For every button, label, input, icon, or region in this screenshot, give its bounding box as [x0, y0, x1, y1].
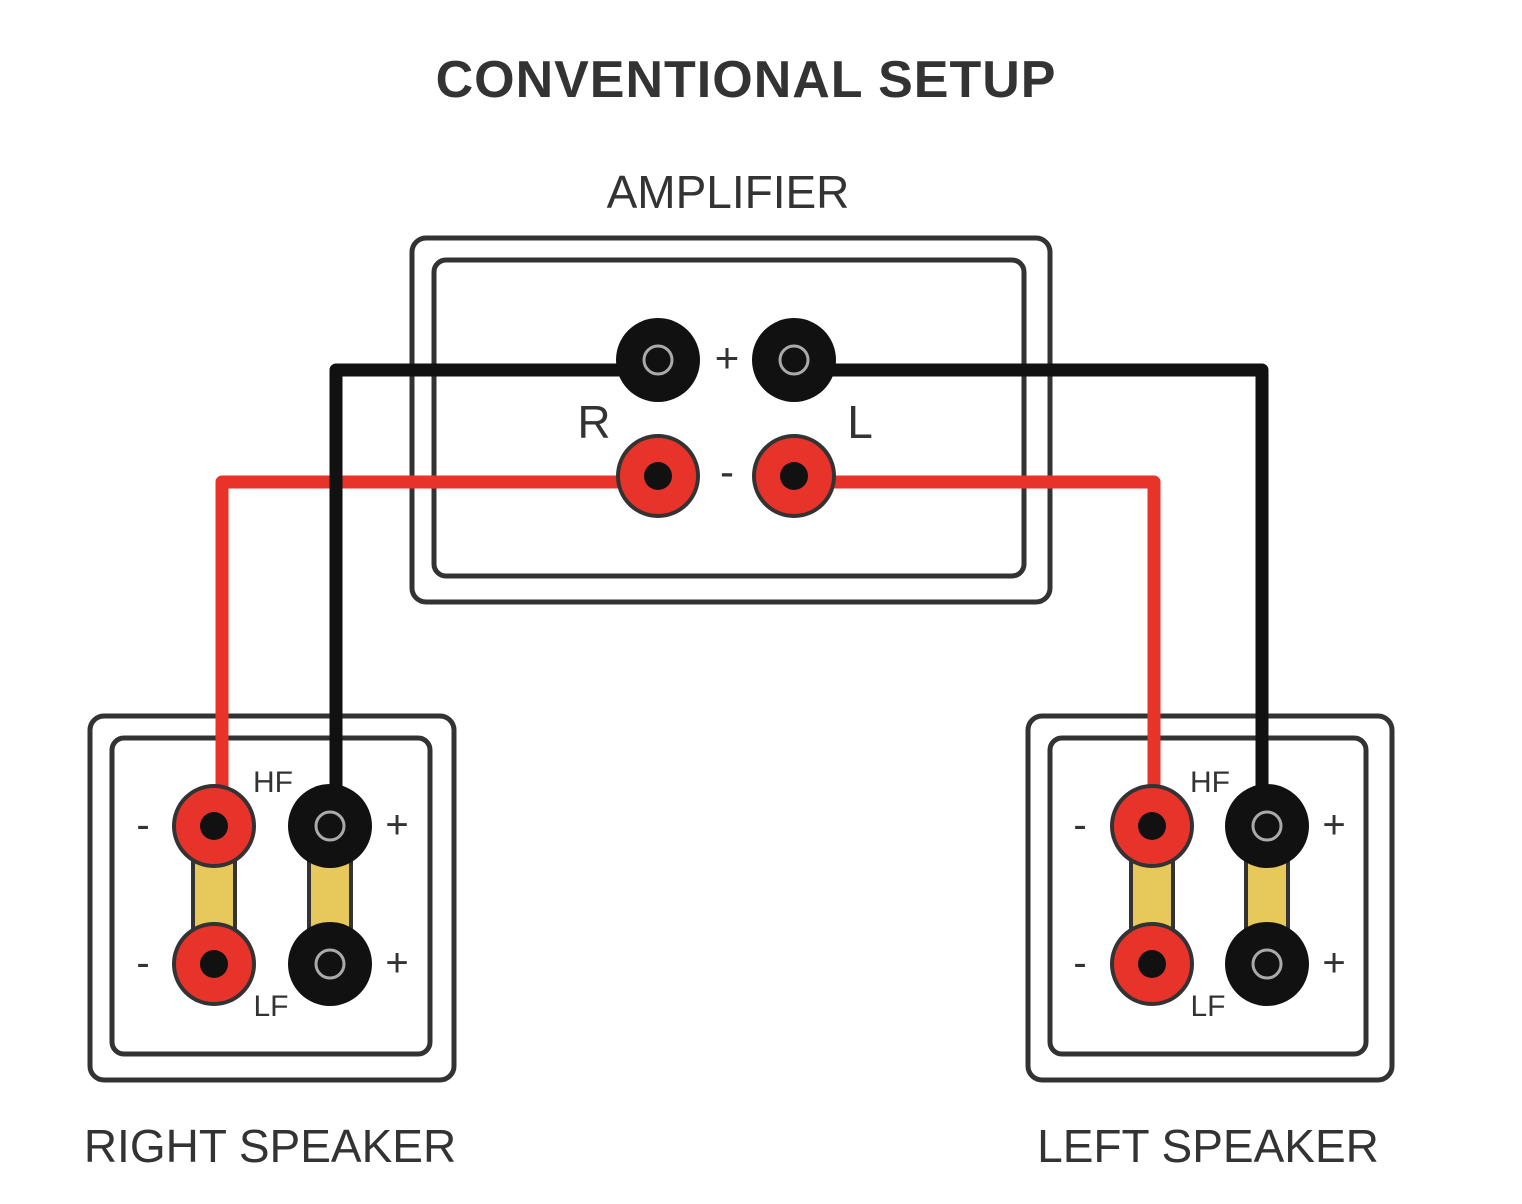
- left-lf-positive-terminal: [1225, 922, 1309, 1006]
- amp-minus-sign: -: [720, 448, 734, 495]
- amp-plus-sign: +: [715, 334, 740, 381]
- right-positive-wire: [329, 363, 658, 826]
- right-plus-top-sign: +: [385, 803, 408, 847]
- right-hf-positive-terminal: [288, 784, 372, 868]
- amplifier-inner-panel: [431, 257, 1027, 579]
- left-lf-negative-terminal: [1110, 922, 1194, 1006]
- amp-left-channel-label: L: [847, 396, 873, 448]
- left-negative-wire: [794, 475, 1161, 826]
- right-hf-negative-terminal: [172, 784, 256, 868]
- left-minus-top-sign: -: [1073, 803, 1086, 847]
- right-speaker-inner-panel: [109, 735, 433, 1057]
- left-positive-wire: [794, 363, 1269, 826]
- right-hf-label: HF: [253, 766, 293, 799]
- left-hf-negative-terminal: [1110, 784, 1194, 868]
- right-plus-bottom-sign: +: [385, 941, 408, 985]
- amp-right-negative-terminal: [616, 434, 700, 518]
- right-speaker-outer-frame: [87, 713, 457, 1083]
- right-minus-top-sign: -: [136, 803, 149, 847]
- amplifier-outer-frame: [409, 235, 1053, 605]
- right-speaker-label: RIGHT SPEAKER: [84, 1120, 456, 1172]
- right-negative-wire: [215, 475, 658, 826]
- amp-left-positive-terminal: [752, 318, 836, 402]
- amplifier-label: AMPLIFIER: [607, 166, 850, 218]
- right-minus-bottom-sign: -: [136, 941, 149, 985]
- left-plus-bottom-sign: +: [1322, 941, 1345, 985]
- right-lf-positive-terminal: [288, 922, 372, 1006]
- left-lf-label: LF: [1190, 990, 1225, 1023]
- left-minus-bottom-sign: -: [1073, 941, 1086, 985]
- left-speaker-label: LEFT SPEAKER: [1037, 1120, 1379, 1172]
- right-lf-label: LF: [253, 990, 288, 1023]
- right-lf-negative-terminal: [172, 922, 256, 1006]
- left-speaker-outer-frame: [1025, 713, 1395, 1083]
- left-plus-top-sign: +: [1322, 803, 1345, 847]
- diagram-title: CONVENTIONAL SETUP: [436, 51, 1057, 109]
- amp-left-negative-terminal: [752, 434, 836, 518]
- amp-right-positive-terminal: [616, 318, 700, 402]
- left-hf-positive-terminal: [1225, 784, 1309, 868]
- left-hf-label: HF: [1190, 766, 1230, 799]
- left-speaker-inner-panel: [1047, 735, 1369, 1057]
- amp-right-channel-label: R: [577, 396, 610, 448]
